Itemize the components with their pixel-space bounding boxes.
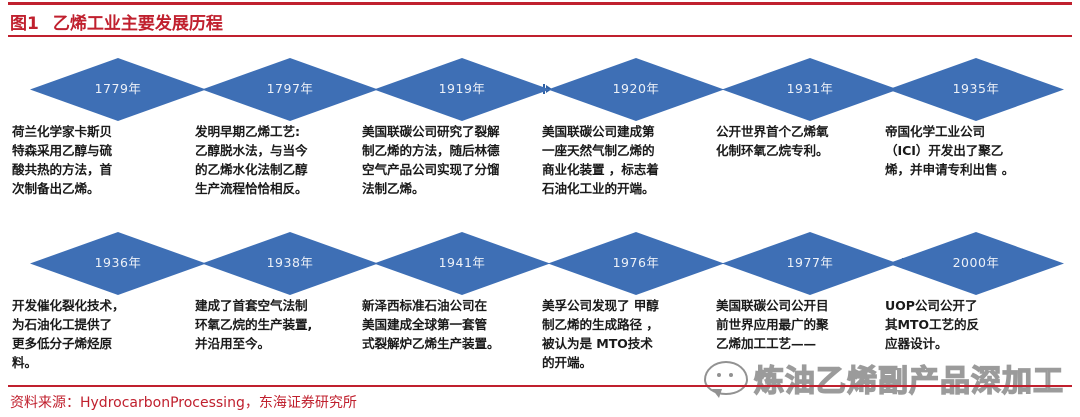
diamond-shape: 1936年: [30, 232, 206, 295]
timeline-node[interactable]: 1976年 美孚公司发现了 甲醇 制乙烯的生成路径 ， 被认为是 MTO技术 的…: [542, 232, 724, 370]
node-description: 美孚公司发现了 甲醇 制乙烯的生成路径 ， 被认为是 MTO技术 的开端。: [542, 298, 659, 370]
node-description: 美国联碳公司建成第 一座天然气制乙烯的 商业化装置 ，标志着 石油化工业的开端。: [542, 124, 659, 196]
figure-header: 图1 乙烯工业主要发展历程: [10, 8, 1070, 34]
timeline-diamond[interactable]: 1977年: [722, 232, 898, 295]
timeline-node[interactable]: 2000年 UOP公司公开了 其MTO工艺的反 应器设计。: [885, 232, 1064, 351]
diamond-shape: 1938年: [202, 232, 378, 295]
node-year: 1941年: [438, 255, 486, 271]
timeline-node[interactable]: 1936年 开发催化裂化技术， 为石油化工提供了 更多低分子烯烃原 料。: [12, 232, 206, 370]
node-description: 建成了首套空气法制 环氧乙烷的生产装置, 并沿用至今。: [195, 298, 313, 351]
node-year: 1976年: [612, 255, 660, 271]
node-year: 1938年: [266, 255, 314, 271]
node-description: 美国联碳公司公开目 前世界应用最广的聚 乙烯加工工艺——: [716, 298, 829, 351]
timeline-node[interactable]: 1941年 新泽西标准石油公司在 美国建成全球第一套管 式裂解炉乙烯生产装置。: [362, 232, 550, 351]
diamond-shape: 1920年: [548, 58, 724, 121]
timeline-diamond[interactable]: 2000年: [888, 232, 1064, 295]
node-description: 帝国化学工业公司 （ICI）开发出了聚乙 烯，并申请专利出售 。: [885, 124, 1015, 177]
timeline-diamond[interactable]: 1797年: [202, 58, 378, 121]
diamond-shape: 1976年: [548, 232, 724, 295]
timeline-row-1: 1779年 荷兰化学家卡斯贝 特森采用乙醇与硫 酸共热的方法，首 次制备出乙烯。…: [0, 58, 1080, 208]
timeline-diamond[interactable]: 1920年: [548, 58, 724, 121]
timeline-node[interactable]: 1779年 荷兰化学家卡斯贝 特森采用乙醇与硫 酸共热的方法，首 次制备出乙烯。: [12, 58, 206, 196]
node-description: 美国联碳公司研究了裂解 制乙烯的方法，随后林德 空气产品公司实现了分馏 法制乙烯…: [362, 124, 500, 196]
timeline-diamond[interactable]: 1938年: [202, 232, 378, 295]
diamond-shape: 1797年: [202, 58, 378, 121]
node-year: 1797年: [266, 81, 314, 97]
node-year: 1931年: [786, 81, 834, 97]
diamond-shape: 1779年: [30, 58, 206, 121]
node-year: 2000年: [952, 255, 1000, 271]
diamond-shape: 1919年: [374, 58, 550, 121]
node-year: 1779年: [94, 81, 142, 97]
timeline-diamond[interactable]: 1779年: [30, 58, 206, 121]
node-description: 荷兰化学家卡斯贝 特森采用乙醇与硫 酸共热的方法，首 次制备出乙烯。: [12, 124, 112, 196]
footer-rule: [8, 385, 1072, 387]
diamond-shape: 1931年: [722, 58, 898, 121]
page-title: 乙烯工业主要发展历程: [52, 13, 223, 34]
timeline-node[interactable]: 1920年 美国联碳公司建成第 一座天然气制乙烯的 商业化装置 ，标志着 石油化…: [542, 58, 724, 196]
header-bottom-rule: [8, 35, 1072, 37]
source-note: 资料来源：HydrocarbonProcessing，东海证券研究所: [10, 395, 357, 411]
timeline-node[interactable]: 1919年 美国联碳公司研究了裂解 制乙烯的方法，随后林德 空气产品公司实现了分…: [362, 58, 550, 196]
timeline-diamond[interactable]: 1935年: [888, 58, 1064, 121]
timeline-node[interactable]: 1797年 发明早期乙烯工艺: 乙醇脱水法，与当今 的乙烯水化法制乙醇 生产流程…: [195, 58, 378, 196]
timeline-diamond[interactable]: 1976年: [548, 232, 724, 295]
node-description: 新泽西标准石油公司在 美国建成全球第一套管 式裂解炉乙烯生产装置。: [362, 298, 500, 351]
timeline-diamond[interactable]: 1941年: [374, 232, 550, 295]
diamond-shape: 1941年: [374, 232, 550, 295]
figure-number: 图1: [10, 13, 39, 34]
node-description: 公开世界首个乙烯氧 化制环氧乙烷专利。: [716, 124, 829, 158]
speech-bubble-tail-icon: [712, 389, 722, 398]
node-year: 1935年: [952, 81, 1000, 97]
diamond-shape: 1977年: [722, 232, 898, 295]
node-year: 1920年: [612, 81, 660, 97]
header-top-rule: [8, 2, 1072, 5]
diamond-shape: 1935年: [888, 58, 1064, 121]
node-description: 开发催化裂化技术， 为石油化工提供了 更多低分子烯烃原 料。: [12, 298, 125, 370]
diamond-shape: 2000年: [888, 232, 1064, 295]
node-description: UOP公司公开了 其MTO工艺的反 应器设计。: [885, 298, 979, 351]
node-description: 发明早期乙烯工艺: 乙醇脱水法，与当今 的乙烯水化法制乙醇 生产流程恰恰相反。: [195, 124, 308, 196]
timeline-diamond[interactable]: 1919年: [374, 58, 550, 121]
timeline-diamond[interactable]: 1931年: [722, 58, 898, 121]
timeline-diamond[interactable]: 1936年: [30, 232, 206, 295]
node-year: 1919年: [438, 81, 486, 97]
node-year: 1936年: [94, 255, 142, 271]
timeline-node[interactable]: 1938年 建成了首套空气法制 环氧乙烷的生产装置, 并沿用至今。: [195, 232, 378, 351]
node-year: 1977年: [786, 255, 834, 271]
timeline-row-2: 1936年 开发催化裂化技术， 为石油化工提供了 更多低分子烯烃原 料。 193…: [0, 232, 1080, 382]
arrow-head-icon: [546, 85, 552, 93]
timeline-node[interactable]: 1931年 公开世界首个乙烯氧 化制环氧乙烷专利。: [716, 58, 898, 158]
timeline-node[interactable]: 1977年 美国联碳公司公开目 前世界应用最广的聚 乙烯加工工艺——: [716, 232, 898, 351]
timeline-node[interactable]: 1935年 帝国化学工业公司 （ICI）开发出了聚乙 烯，并申请专利出售 。: [885, 58, 1064, 177]
